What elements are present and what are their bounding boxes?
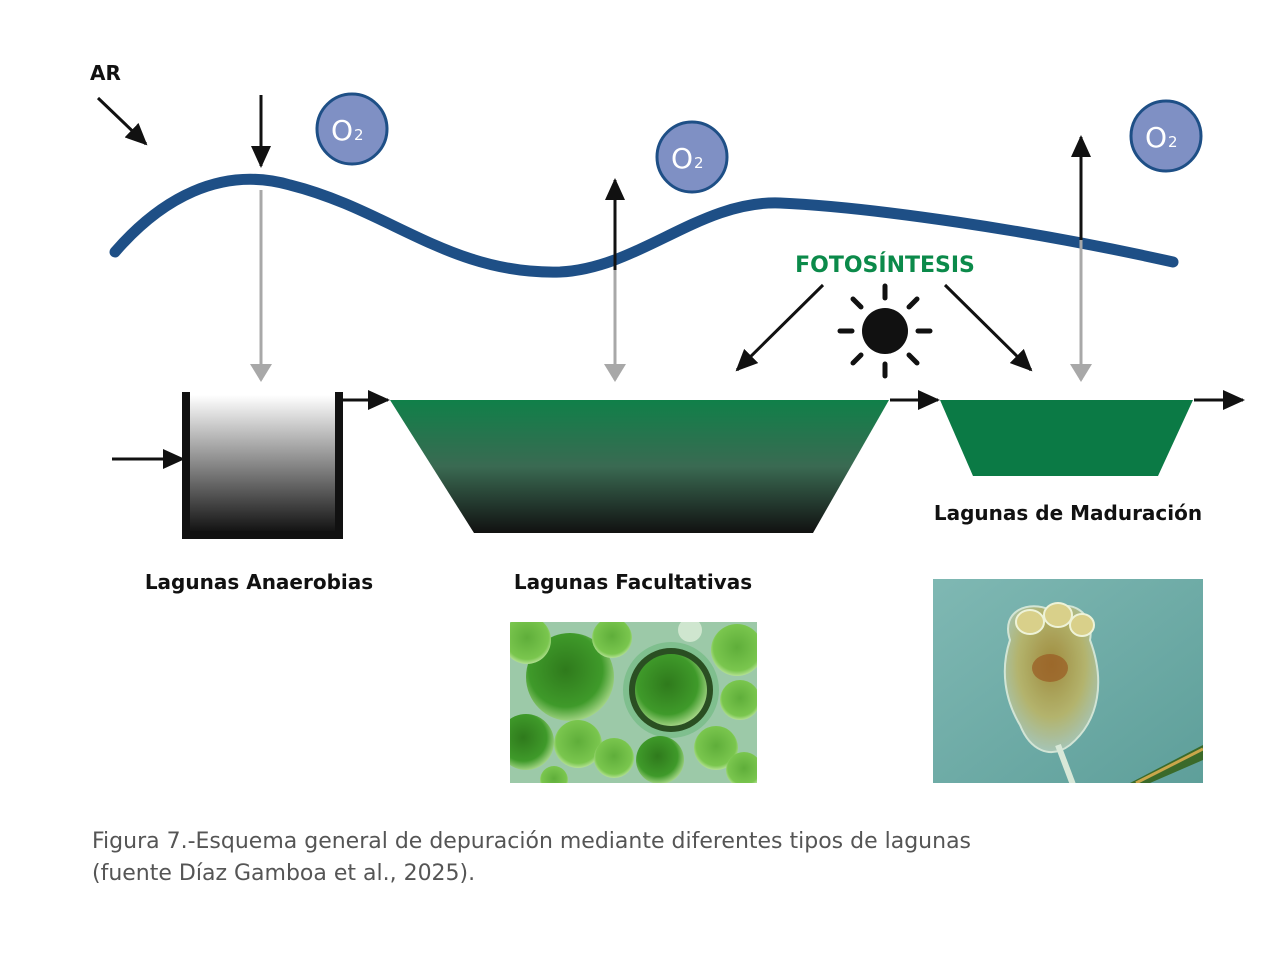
o2-bubble-3: O2 [1129,99,1203,173]
o2-bubble-1: O2 [315,92,389,166]
svg-text:O2: O2 [1145,121,1178,154]
caption-line-2: (fuente Díaz Gamboa et al., 2025). [92,861,476,886]
rotifer-photo [933,579,1203,783]
svg-text:O2: O2 [671,142,704,175]
photosynthesis-label: FOTOSÍNTESIS [795,252,975,278]
facultative-lagoon-label: Lagunas Facultativas [514,570,752,594]
figure-caption: Figura 7.-Esquema general de depuración … [92,826,1092,890]
anaerobic-lagoon [182,392,343,539]
maturation-lagoon [940,400,1193,476]
o2-bubble-2: O2 [655,120,729,194]
maturation-lagoon-label: Lagunas de Maduración [934,501,1202,525]
ar-inflow-arrow [96,96,148,146]
ar-label: AR [90,61,121,85]
microalgae-photo [510,622,757,783]
sun-icon [837,283,933,379]
facultative-lagoon [390,400,889,533]
photosynthesis-arrow-left [735,283,825,372]
caption-line-1: Figura 7.-Esquema general de depuración … [92,829,972,854]
anaerobic-lagoon-label: Lagunas Anaerobias [145,570,373,594]
svg-text:O2: O2 [331,114,364,147]
photosynthesis-arrow-right [943,283,1033,372]
water-surface-wave [109,173,1179,278]
